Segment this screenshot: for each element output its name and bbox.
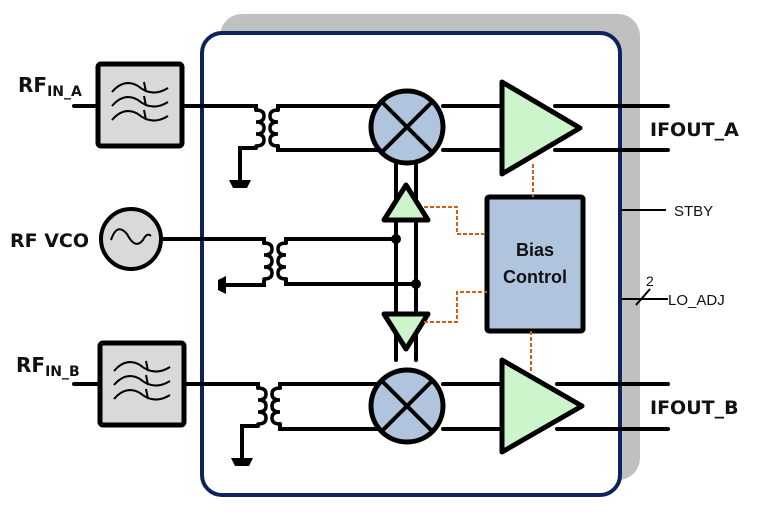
channel-a: RFIN_A (18, 61, 739, 188)
bandpass-filter-a-icon (95, 61, 185, 149)
bias-control-line2: Control (503, 267, 567, 287)
bias-line-lo-b (424, 291, 487, 323)
lo-buffer-b-icon (381, 311, 431, 352)
bias-control-block: Bias Control (484, 194, 586, 334)
rf-in-a-label: RFIN_A (18, 73, 82, 100)
junction-dot (391, 234, 401, 244)
bias-control-line1: Bias (516, 240, 554, 260)
bandpass-filter-b-icon (97, 340, 187, 428)
transformer-a-icon (229, 108, 280, 188)
transformer-b-icon (231, 386, 282, 466)
ifout-b-label: IFOUT_B (650, 397, 739, 419)
mixer-a-icon (368, 88, 446, 166)
lo-adj-bus-width: 2 (646, 273, 654, 289)
mixer-b-icon (368, 367, 446, 445)
stby-pin: STBY (621, 203, 713, 220)
transformer-lo-icon (218, 241, 288, 294)
channel-b: RFIN_B IFOUT_B (16, 340, 739, 466)
lo-adj-pin: 2 LO_ADJ (621, 273, 725, 309)
rf-in-b-sub: IN_B (45, 364, 80, 380)
rf-in-a-sub: IN_A (47, 84, 82, 100)
rf-in-a-main: RF (18, 73, 47, 97)
if-amp-b-icon (499, 357, 585, 455)
rf-in-b-main: RF (16, 353, 45, 377)
rf-in-b-label: RFIN_B (16, 353, 80, 380)
lo-adj-label: LO_ADJ (668, 292, 725, 309)
ifout-a-label: IFOUT_A (650, 119, 739, 141)
lo-buffer-a-icon (381, 182, 431, 223)
lo-path: RF VCO (10, 161, 431, 362)
stby-label: STBY (674, 203, 713, 220)
vco-source-icon (99, 207, 163, 271)
rf-vco-label: RF VCO (10, 230, 89, 252)
junction-dot (411, 279, 421, 289)
if-amp-a-icon (499, 79, 583, 177)
bias-line-lo-a (424, 206, 487, 235)
